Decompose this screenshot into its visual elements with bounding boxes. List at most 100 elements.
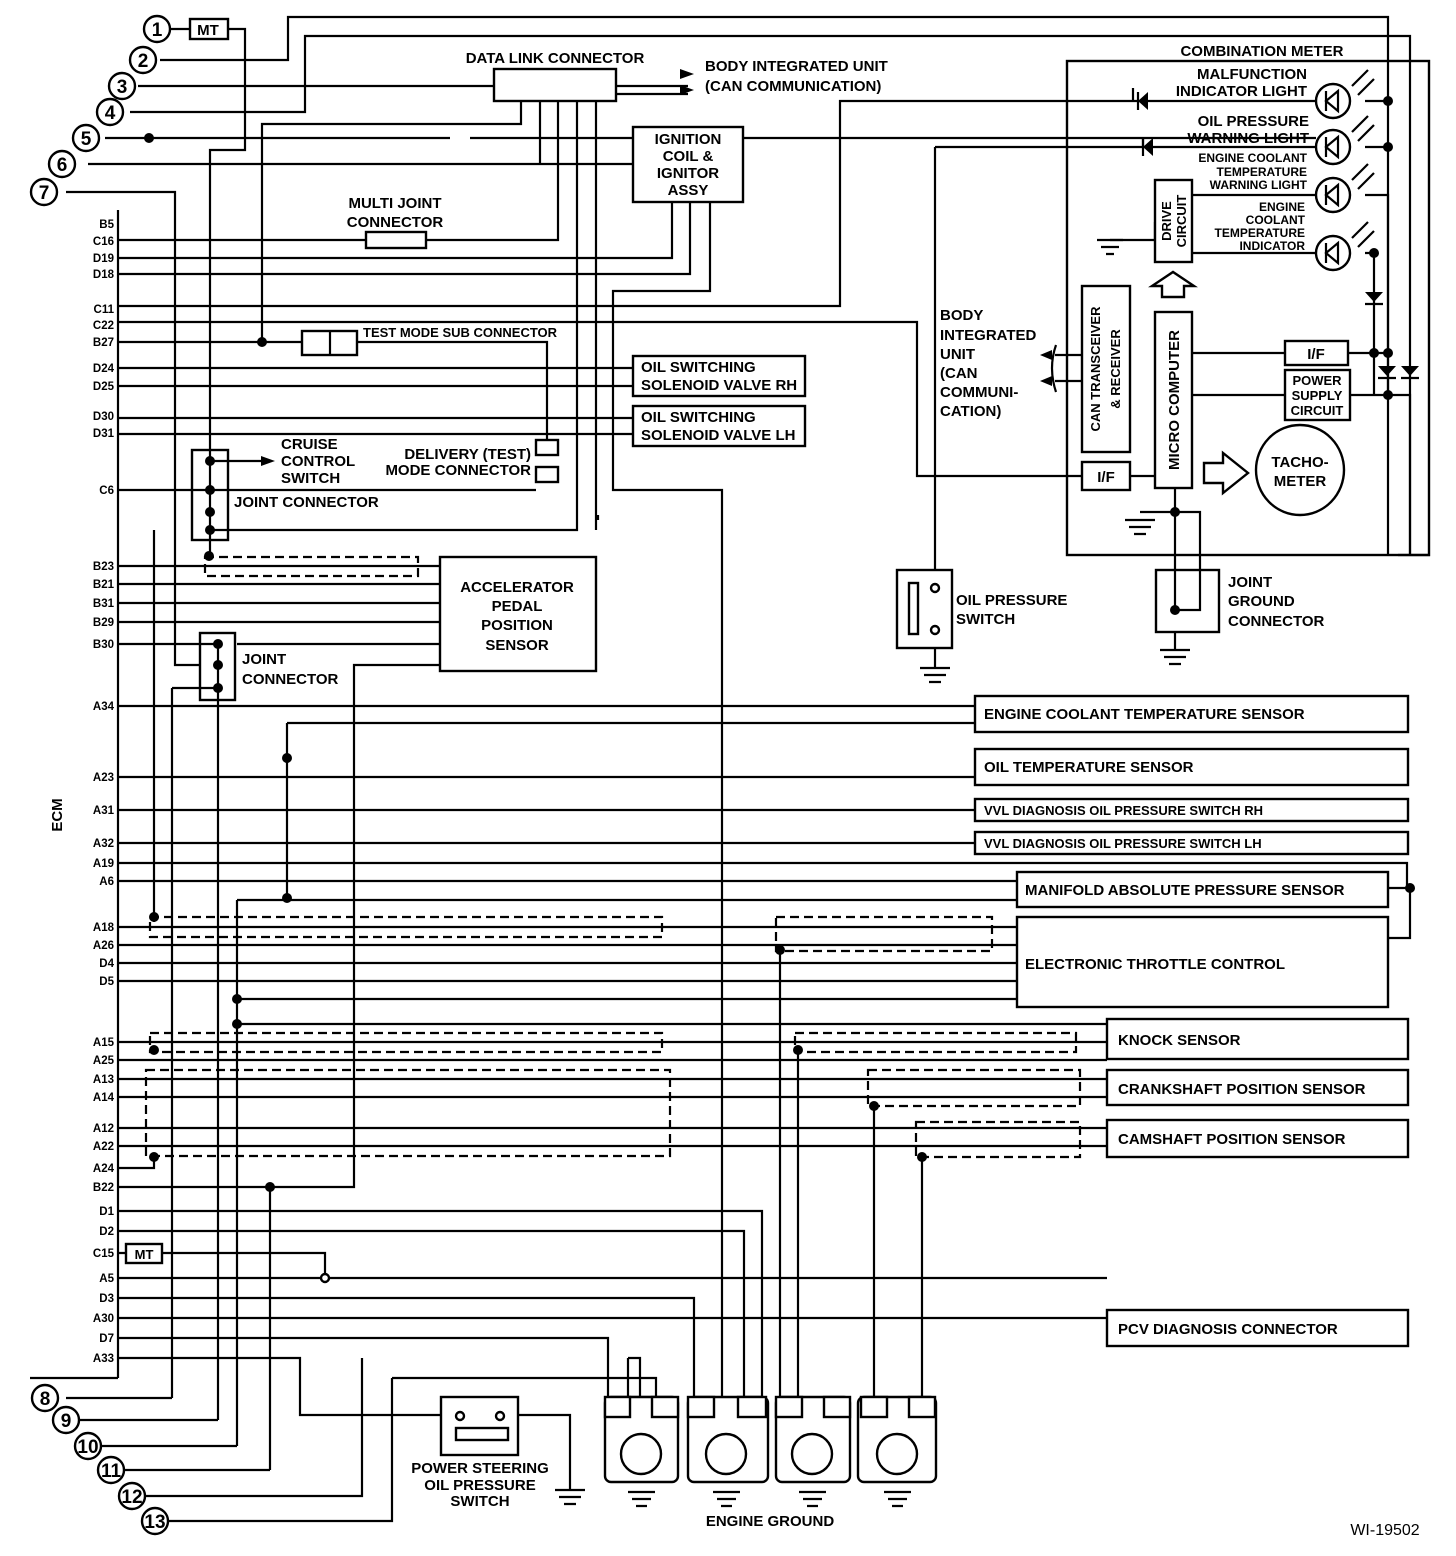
- svg-text:CATION): CATION): [940, 403, 1001, 420]
- multi-joint-connector-box: [364, 230, 428, 250]
- ecm-pin-d3: D3: [99, 1293, 114, 1305]
- ecm-pin-d19: D19: [93, 253, 114, 265]
- drive-circuit-label: DRIVE: [1159, 201, 1174, 241]
- power-supply-label: POWER: [1292, 373, 1342, 388]
- body-integrated-unit-can-label: BODY: [940, 307, 983, 324]
- svg-text:SWITCH: SWITCH: [281, 470, 340, 487]
- coolant-indicator-label: ENGINE: [1259, 200, 1305, 214]
- svg-text:POSITION: POSITION: [481, 617, 553, 634]
- micro-computer-box: [1153, 310, 1194, 490]
- knock-sensor-box: [1105, 1017, 1410, 1061]
- ecm-pin-b27: B27: [93, 337, 114, 349]
- connector-circle-5: 5: [71, 123, 101, 153]
- svg-text:PEDAL: PEDAL: [492, 598, 543, 615]
- connector-circle-9: 9: [51, 1405, 81, 1435]
- oil-switching-rh-box: [631, 354, 807, 398]
- engine-coolant-temp-sensor-box: [973, 694, 1410, 734]
- malfunction-light-label: MALFUNCTION: [1197, 66, 1307, 83]
- ecm-pin-a15: A15: [93, 1037, 115, 1049]
- connector-circle-3: 3: [107, 71, 137, 101]
- diagram-id: WI-19502: [1350, 1522, 1419, 1539]
- svg-text:12: 12: [121, 1487, 142, 1508]
- ecm-pin-d25: D25: [93, 381, 115, 393]
- ecm-pin-a34: A34: [93, 701, 115, 713]
- svg-text:SENSOR: SENSOR: [485, 637, 549, 654]
- crankshaft-sensor-box: [1105, 1068, 1410, 1107]
- ecm-pin-c15: C15: [93, 1248, 115, 1260]
- svg-text:SOLENOID VALVE LH: SOLENOID VALVE LH: [641, 427, 795, 444]
- pcv-connector-box: [1105, 1308, 1410, 1348]
- ecm-pin-a31: A31: [93, 805, 115, 817]
- connector-circle-1: 1: [142, 14, 172, 44]
- ecm-pin-a13: A13: [93, 1074, 114, 1086]
- drive-circuit-box: [1153, 178, 1194, 264]
- ecm-pin-c22: C22: [93, 320, 114, 332]
- electronic-throttle-box: [1015, 915, 1390, 1009]
- svg-text:TEMPERATURE: TEMPERATURE: [1215, 226, 1305, 240]
- svg-text:SOLENOID VALVE RH: SOLENOID VALVE RH: [641, 377, 797, 394]
- svg-text:11: 11: [101, 1461, 122, 1482]
- svg-text:1: 1: [152, 20, 163, 41]
- ecm-pin-d18: D18: [93, 269, 115, 281]
- svg-text:6: 6: [57, 155, 68, 176]
- svg-text:IGNITOR: IGNITOR: [657, 165, 719, 182]
- mt-label-bottom: MT: [135, 1247, 154, 1262]
- map-sensor-label: MANIFOLD ABSOLUTE PRESSURE SENSOR: [1025, 882, 1345, 899]
- power-supply-box: [1283, 368, 1352, 422]
- ecm-pin-d7: D7: [99, 1333, 114, 1345]
- connector-circle-2: 2: [128, 45, 158, 75]
- ignition-coil-box: [631, 125, 745, 204]
- ecm-pin-d30: D30: [93, 411, 114, 423]
- mt-box-top: [188, 17, 230, 41]
- accelerator-pedal-box: [438, 555, 598, 673]
- svg-text:9: 9: [61, 1411, 72, 1432]
- vvl-lh-label: VVL DIAGNOSIS OIL PRESSURE SWITCH LH: [984, 836, 1262, 851]
- ecm-pin-a14: A14: [93, 1092, 115, 1104]
- svg-text:TEMPERATURE: TEMPERATURE: [1217, 165, 1307, 179]
- ecm-pin-d1: D1: [99, 1206, 114, 1218]
- svg-text:INDICATOR LIGHT: INDICATOR LIGHT: [1176, 83, 1307, 100]
- svg-text:7: 7: [39, 183, 50, 204]
- vvl-lh-box: [973, 830, 1410, 856]
- camshaft-sensor-box: [1105, 1118, 1410, 1159]
- svg-text:10: 10: [77, 1437, 98, 1458]
- svg-text:OIL PRESSURE: OIL PRESSURE: [424, 1477, 535, 1494]
- power-steering-label: POWER STEERING: [411, 1460, 549, 1477]
- joint-connector-1-label: JOINT CONNECTOR: [234, 494, 379, 511]
- oil-temp-sensor-label: OIL TEMPERATURE SENSOR: [984, 759, 1194, 776]
- svg-text:CONNECTOR: CONNECTOR: [347, 214, 444, 231]
- oil-temp-sensor-box: [973, 747, 1410, 787]
- ecm-pin-a30: A30: [93, 1313, 114, 1325]
- electronic-throttle-label: ELECTRONIC THROTTLE CONTROL: [1025, 956, 1285, 973]
- delivery-test-mode-label: DELIVERY (TEST): [404, 446, 531, 463]
- engine-ground-label: ENGINE GROUND: [706, 1513, 835, 1530]
- svg-text:CONTROL: CONTROL: [281, 453, 355, 470]
- ecm-pin-a33: A33: [93, 1353, 114, 1365]
- joint-connector-1-box: [190, 448, 230, 542]
- ground-symbols: [555, 238, 1190, 1508]
- ecm-pin-b29: B29: [93, 617, 114, 629]
- multi-joint-connector-label: MULTI JOINT: [348, 195, 441, 212]
- combination-meter-box: [1065, 59, 1431, 557]
- mt-label-top: MT: [197, 22, 219, 39]
- combination-meter-label: COMBINATION METER: [1180, 43, 1343, 60]
- svg-text:UNIT: UNIT: [940, 346, 975, 363]
- tachometer-circle: [1254, 423, 1346, 517]
- oil-switching-lh-box: [631, 404, 807, 448]
- ecm-pin-b30: B30: [93, 639, 114, 651]
- if-box-lower: [1080, 460, 1132, 492]
- oil-pressure-light-label: OIL PRESSURE: [1198, 113, 1309, 130]
- svg-text:GROUND: GROUND: [1228, 593, 1295, 610]
- ecm-pin-a5: A5: [99, 1273, 114, 1285]
- oil-switching-lh-label: OIL SWITCHING: [641, 409, 756, 426]
- ecm-pin-a22: A22: [93, 1141, 114, 1153]
- ignition-coil-label: IGNITION: [655, 131, 722, 148]
- engine-ground-blocks: [603, 1395, 938, 1484]
- engine-coolant-temp-sensor-label: ENGINE COOLANT TEMPERATURE SENSOR: [984, 706, 1305, 723]
- connector-circle-10: 10: [73, 1431, 103, 1461]
- ecm-pin-d4: D4: [99, 958, 114, 970]
- svg-text:COMMUNI-: COMMUNI-: [940, 384, 1018, 401]
- connector-circle-6: 6: [47, 149, 77, 179]
- coolant-warning-light-label: ENGINE COOLANT: [1198, 151, 1307, 165]
- connector-circle-7: 7: [29, 177, 59, 207]
